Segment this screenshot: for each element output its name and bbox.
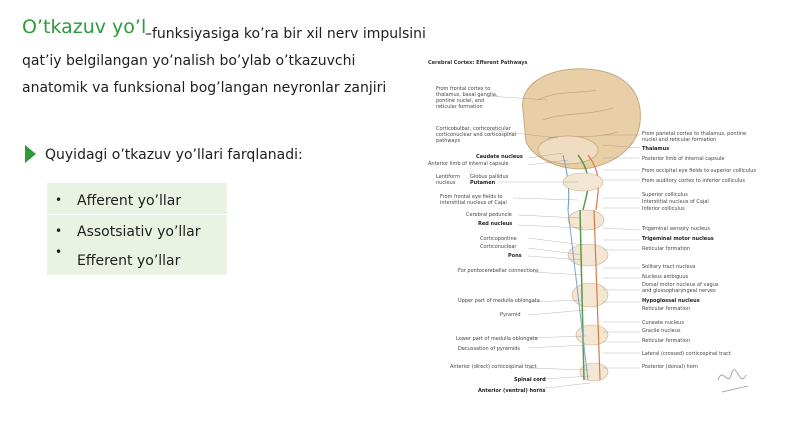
svg-text:Superior colliculus: Superior colliculus: [642, 192, 688, 198]
svg-text:Reticular formation: Reticular formation: [642, 246, 690, 252]
definition-line-1: –funksiyasiga ko’ra bir xil nerv impulsi…: [145, 26, 426, 42]
definition-line-3: anatomik va funksional bog’langan neyron…: [22, 80, 387, 96]
efferent-pathways-figure: Cerebral Cortex: Efferent Pathways: [428, 60, 756, 394]
bullet: •: [55, 224, 63, 238]
svg-text:Interstitial nucleus of Cajal: Interstitial nucleus of Cajal: [642, 199, 709, 205]
svg-text:Posterior (dorsal) horn: Posterior (dorsal) horn: [642, 364, 698, 370]
svg-text:Spinal cord: Spinal cord: [514, 377, 546, 383]
svg-text:From parietal cortex to thalam: From parietal cortex to thalamus, pontin…: [642, 131, 746, 137]
pathway-list: • Afferent yo’llar • Assotsiativ yo’llar…: [47, 183, 227, 275]
svg-text:reticular formation: reticular formation: [436, 104, 483, 110]
bullet: •: [55, 245, 63, 259]
list-item-label: Assotsiativ yo’llar: [77, 224, 201, 240]
svg-text:Reticular formation: Reticular formation: [642, 338, 690, 344]
svg-text:Globus pallidus: Globus pallidus: [470, 174, 509, 180]
list-divider: [47, 214, 227, 215]
svg-text:Corticonuclear: Corticonuclear: [480, 244, 517, 250]
figure-title: Cerebral Cortex: Efferent Pathways: [428, 60, 527, 66]
list-item-label: Efferent yo’llar: [77, 253, 181, 269]
svg-text:Caudate nucleus: Caudate nucleus: [476, 154, 523, 160]
svg-text:From occipital eye fields to s: From occipital eye fields to superior co…: [642, 168, 756, 174]
svg-text:Solitary tract nucleus: Solitary tract nucleus: [642, 264, 696, 270]
brainstem-sections: [562, 172, 609, 382]
svg-text:Putamen: Putamen: [470, 180, 496, 186]
figure-labels-left: From frontal cortex to thalamus, basal g…: [428, 86, 546, 394]
svg-text:From frontal eye fields to: From frontal eye fields to: [440, 194, 503, 200]
svg-text:nuclei and reticular formation: nuclei and reticular formation: [642, 137, 716, 143]
svg-text:Dorsal motor nucleus of vagus: Dorsal motor nucleus of vagus: [642, 282, 719, 288]
svg-text:interstitial nucleus of Cajal: interstitial nucleus of Cajal: [440, 200, 507, 206]
svg-text:pontine nuclei, and: pontine nuclei, and: [436, 98, 484, 104]
svg-text:Cerebral peduncle: Cerebral peduncle: [466, 212, 512, 218]
svg-text:Pons: Pons: [508, 253, 522, 259]
svg-text:For pontocerebellar connection: For pontocerebellar connections: [458, 268, 539, 274]
svg-text:Inferior colliculus: Inferior colliculus: [642, 206, 685, 212]
definition-line-2: qat’iy belgilangan yo’nalish bo’ylab o’t…: [22, 53, 356, 69]
figure-labels-right: From parietal cortex to thalamus, pontin…: [641, 131, 756, 370]
question-label: Quyidagi o’tkazuv yo’llari farqlanadi:: [45, 147, 303, 163]
bullet: •: [55, 193, 63, 207]
list-item-label: Afferent yo’llar: [77, 193, 182, 209]
triangle-bullet-icon: [25, 145, 36, 163]
svg-text:Corticobulbar, corticoreticula: Corticobulbar, corticoreticular: [436, 126, 512, 132]
svg-text:Gracile nucleus: Gracile nucleus: [642, 328, 681, 334]
page-title: O’tkazuv yo’l: [22, 16, 147, 38]
svg-text:Posterior limb of internal cap: Posterior limb of internal capsule: [642, 156, 725, 162]
svg-text:thalamus, basal ganglia,: thalamus, basal ganglia,: [436, 92, 498, 98]
svg-text:Anterior (ventral) horns: Anterior (ventral) horns: [478, 388, 546, 394]
svg-text:From frontal cortex to: From frontal cortex to: [436, 86, 490, 92]
svg-text:Lentiform: Lentiform: [436, 174, 460, 180]
signature-mark: [717, 369, 749, 393]
svg-text:Thalamus: Thalamus: [642, 146, 669, 152]
svg-text:Hypoglossal nucleus: Hypoglossal nucleus: [642, 298, 700, 304]
svg-text:Anterior limb of internal caps: Anterior limb of internal capsule: [428, 161, 509, 167]
svg-text:Cuneate nucleus: Cuneate nucleus: [642, 320, 684, 326]
svg-text:Decussation of pyramids: Decussation of pyramids: [458, 346, 520, 352]
svg-text:and glossopharyngeal nerves: and glossopharyngeal nerves: [642, 288, 716, 294]
svg-text:Upper part of medulla oblongat: Upper part of medulla oblongata: [458, 298, 540, 304]
svg-text:Corticopontine: Corticopontine: [480, 236, 517, 242]
svg-text:corticonuclear and corticospin: corticonuclear and corticospinal: [436, 132, 516, 138]
svg-text:pathways: pathways: [436, 138, 460, 144]
svg-text:Lower part of medulla oblongat: Lower part of medulla oblongata: [456, 336, 538, 342]
svg-text:Lateral (crossed) corticospina: Lateral (crossed) corticospinal tract: [642, 351, 731, 357]
brain-illustration: [522, 68, 641, 211]
svg-text:Nucleus ambiguus: Nucleus ambiguus: [642, 274, 688, 280]
svg-text:nucleus: nucleus: [436, 180, 456, 186]
svg-text:Reticular formation: Reticular formation: [642, 306, 690, 312]
svg-text:Red nucleus: Red nucleus: [478, 221, 512, 227]
svg-text:Trigeminal sensory nucleus: Trigeminal sensory nucleus: [641, 226, 710, 232]
leader-lines: [487, 95, 641, 391]
svg-text:Pyramid: Pyramid: [500, 312, 521, 318]
svg-text:From auditory cortex to inferi: From auditory cortex to inferior collicu…: [642, 178, 745, 184]
svg-text:Trigeminal motor nucleus: Trigeminal motor nucleus: [642, 236, 714, 242]
svg-text:Anterior (direct) corticospina: Anterior (direct) corticospinal tract: [450, 364, 537, 370]
